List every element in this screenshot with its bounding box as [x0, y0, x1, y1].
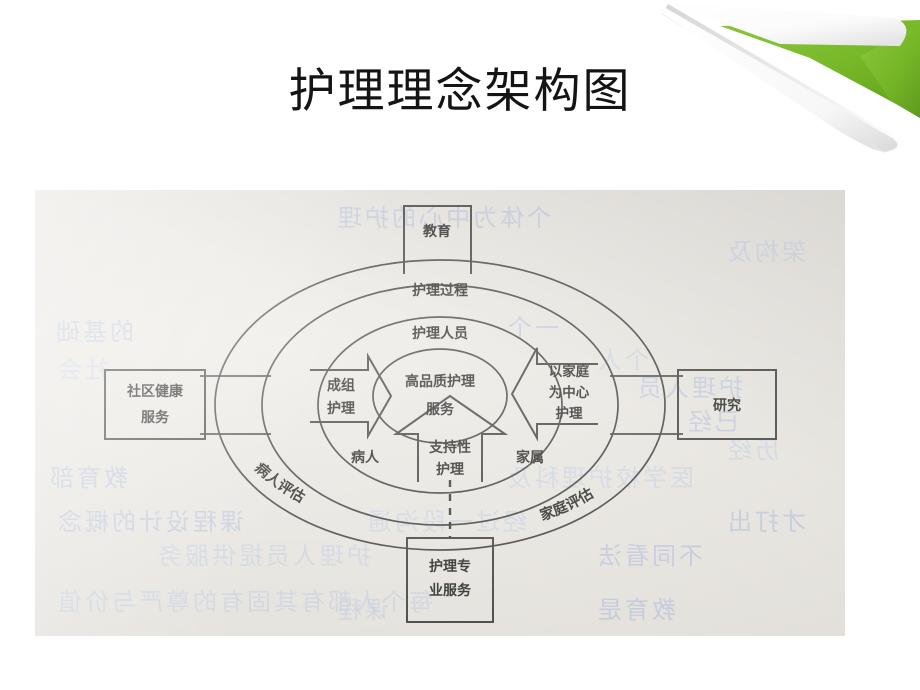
box-community-health-label-line2: 服务	[141, 409, 170, 426]
arrow-family-centered-care-label-line1: 以家庭	[549, 363, 590, 380]
page-title: 护理理念架构图	[288, 64, 632, 119]
arrow-supportive-care	[392, 394, 509, 482]
ring-label-nursing-process: 护理过程	[412, 282, 468, 299]
arrow-team-nursing-label-line1: 成组	[327, 377, 355, 394]
curl-white-leaf-top	[664, 2, 907, 46]
scanned-figure: 个体为中心的护理 架构及 一个 的基础 个人 护理人员 社会 已经 历经 教育部…	[35, 190, 845, 636]
arrow-team-nursing	[310, 352, 393, 440]
box-professional-services-label-line1: 护理专	[429, 558, 471, 575]
box-education	[403, 205, 472, 274]
nursing-framework-diagram: 教育 社区健康 服务 研究 护理专 业服务 成组 护理 以家庭 为中心 护理	[104, 205, 777, 623]
core-label-line1: 高品质护理	[405, 373, 475, 390]
box-education-label: 教育	[423, 223, 451, 240]
box-research-label: 研究	[713, 397, 741, 414]
ring-label-nursing-staff: 护理人员	[412, 325, 468, 342]
core-ellipse	[372, 348, 508, 444]
curl-edge-highlight	[867, 137, 898, 153]
middle-ring-ellipse	[261, 284, 619, 526]
arrow-team-nursing-label-line2: 护理	[327, 400, 355, 417]
arc-label-patient-assessment-wrap: 病人评估	[252, 459, 309, 507]
arrow-family-centered-care-label-line3: 护理	[556, 405, 584, 422]
box-research	[677, 369, 777, 440]
box-professional-services-label-line2: 业服务	[429, 582, 472, 599]
arrow-family-centered-care	[510, 347, 598, 442]
arc-label-patient-assessment: 病人评估	[252, 459, 309, 507]
arrow-family-centered-care-label-line2: 为中心	[549, 384, 590, 401]
box-community-health	[104, 369, 206, 440]
core-label-line2: 服务	[426, 401, 455, 418]
box-community-health-label-line1: 社区健康	[126, 383, 184, 400]
inner-ring-ellipse	[317, 316, 563, 494]
inner-label-patient: 病人	[351, 449, 380, 466]
outer-ring-ellipse	[214, 259, 666, 551]
inner-label-family: 家属	[516, 449, 544, 466]
arrow-supportive-care-label-line2: 护理	[436, 461, 464, 478]
arrow-supportive-care-label-line1: 支持性	[428, 439, 471, 456]
